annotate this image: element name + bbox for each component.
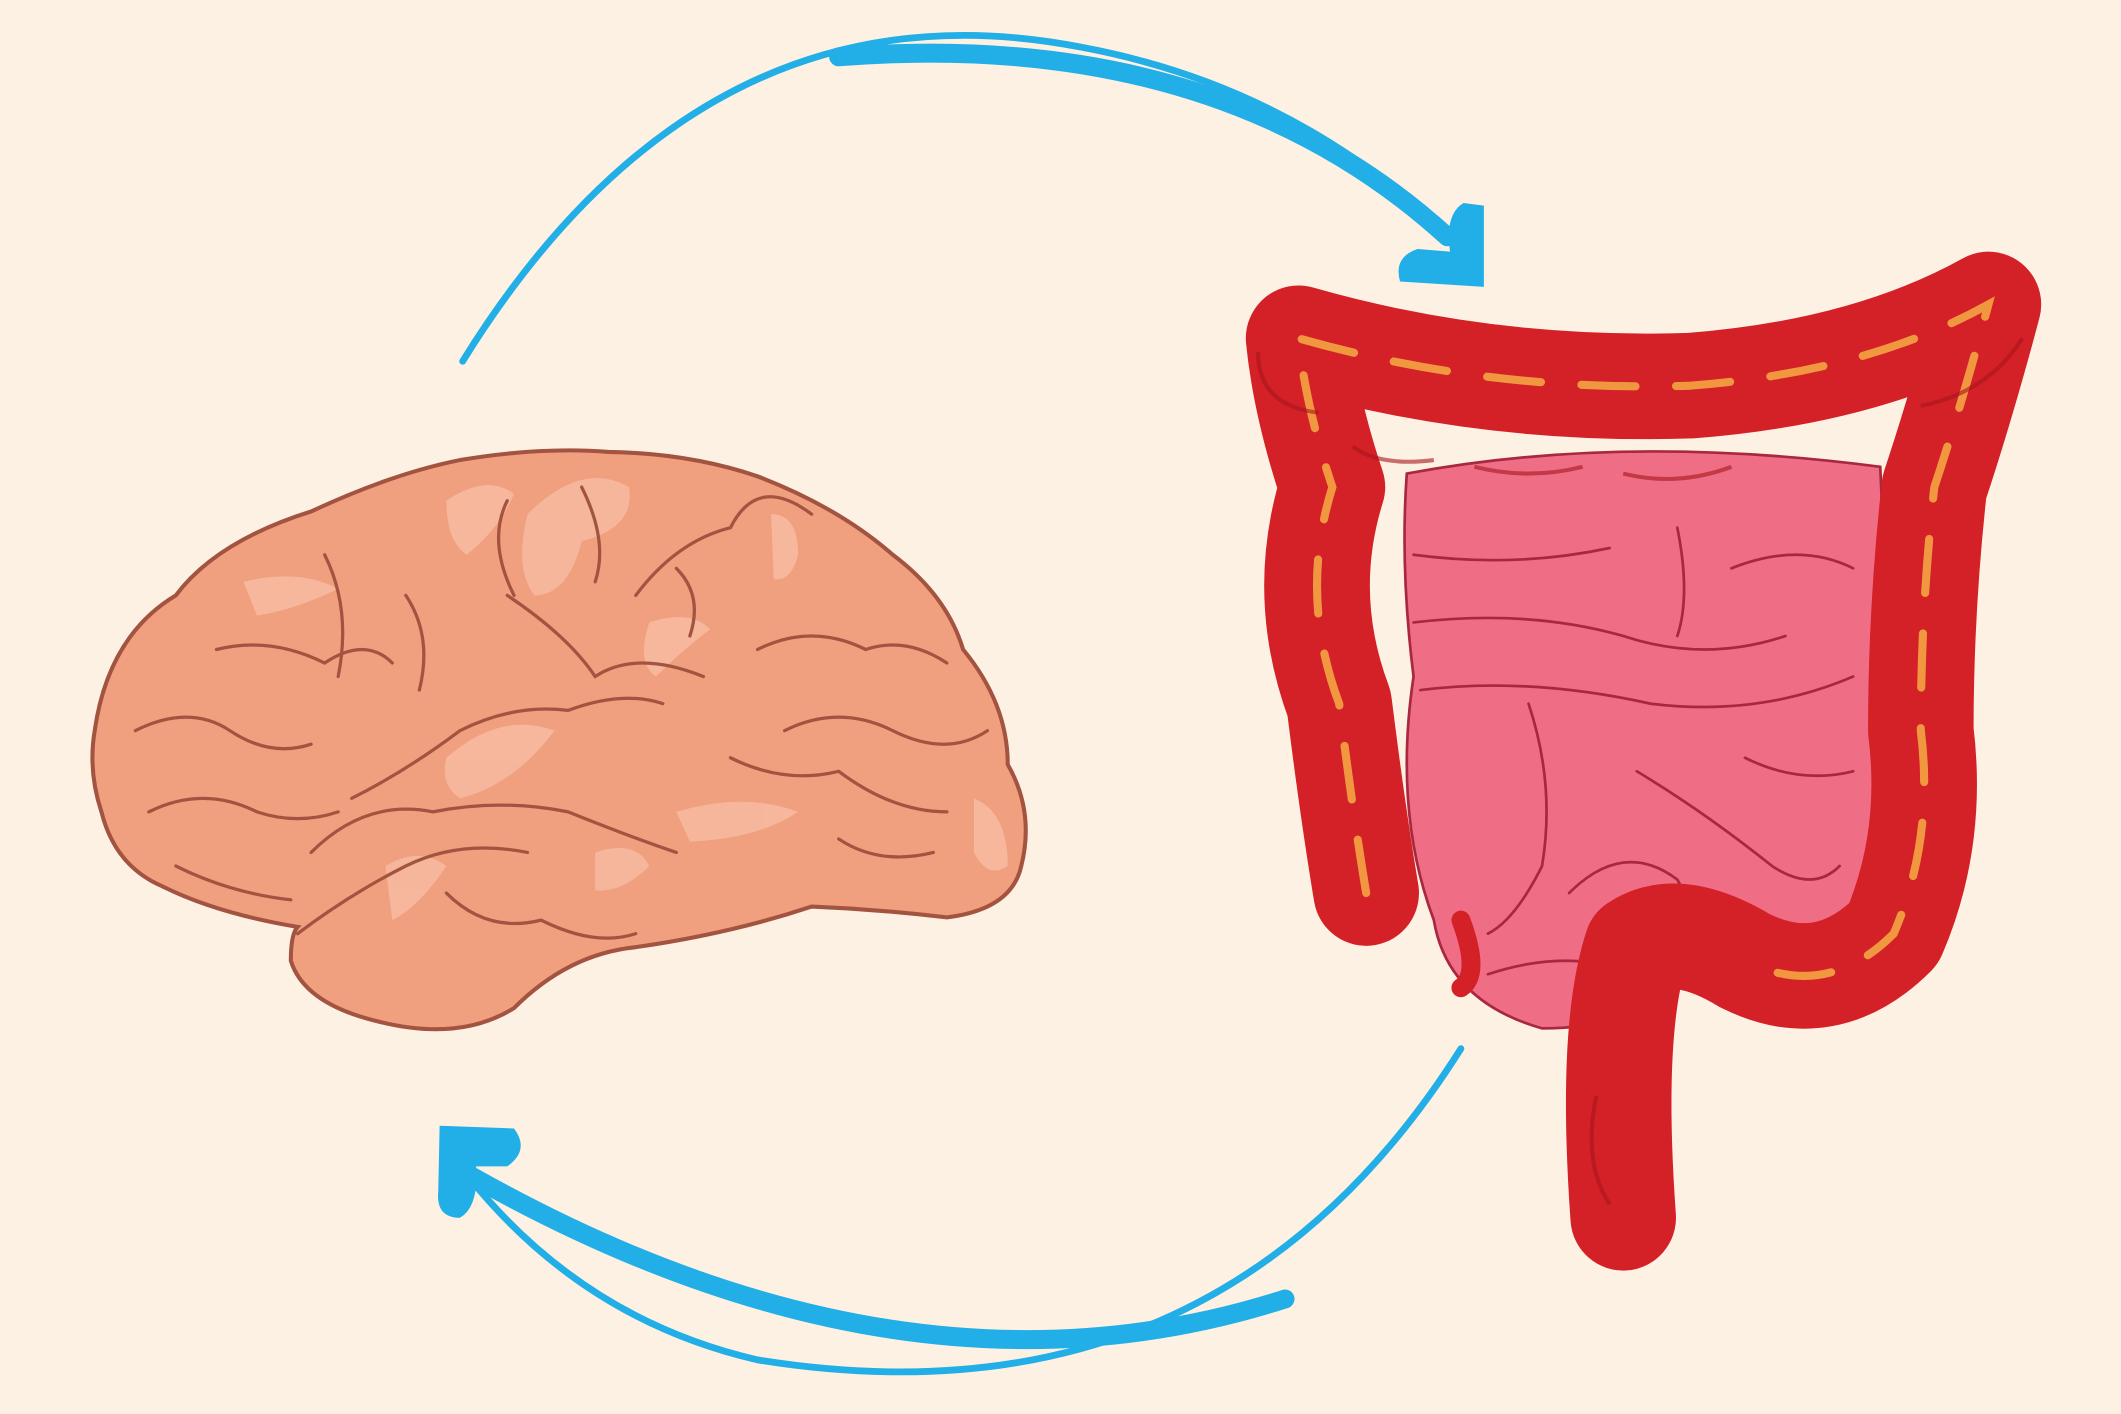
brain-to-gut-arrow-icon xyxy=(459,32,1484,365)
gut-to-brain-arrow-icon xyxy=(437,1045,1465,1376)
brain-illustration xyxy=(90,448,1028,1032)
large-intestine xyxy=(1245,251,2042,1271)
intestines-illustration xyxy=(1245,251,2042,1271)
